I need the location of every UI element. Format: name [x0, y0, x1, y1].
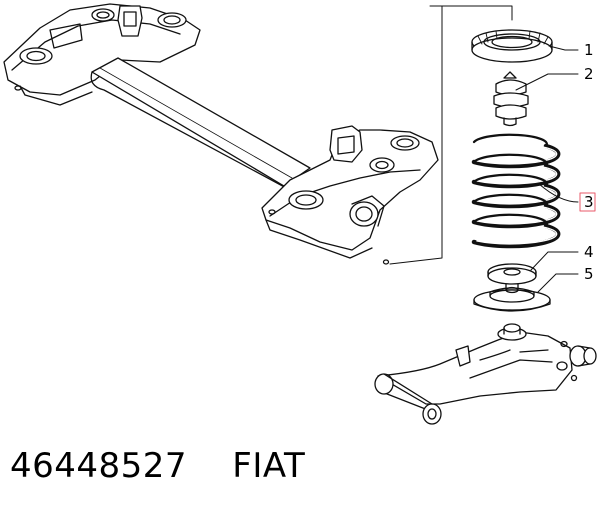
assembly-bracket-lines: [389, 5, 513, 265]
spring-coil-back: [472, 173, 548, 188]
spring-coil-front: [471, 203, 561, 229]
callout-2: 2: [584, 65, 594, 83]
leader-lines: [515, 45, 579, 293]
brand-name: FIAT: [232, 446, 306, 486]
part-number: 46448527: [10, 446, 188, 486]
part-2-bump-stop: [493, 71, 529, 127]
part-caption: 46448527 FIAT: [10, 446, 305, 486]
callout-4: 4: [584, 243, 594, 261]
callout-3-highlight-box: [579, 192, 596, 212]
axle-beam-drawing: [3, 3, 439, 265]
part-1-spring-seat: [471, 29, 553, 63]
callout-1: 1: [584, 41, 594, 59]
part-4-insulator: [487, 263, 537, 291]
part-5-lower-seat: [473, 286, 551, 312]
spring-coil-front: [471, 163, 561, 189]
spring-coil-front: [471, 223, 561, 249]
spring-coil-highlight: [476, 226, 558, 245]
spring-coil-back: [472, 213, 548, 228]
part-3-coil-spring: [471, 133, 561, 249]
spring-coil-front: [471, 143, 561, 169]
spring-coil-back: [472, 133, 548, 148]
trailing-arm-drawing: [374, 323, 597, 425]
spring-coil-front: [471, 183, 561, 209]
spring-coil-back: [472, 153, 548, 168]
callout-3: 3: [584, 193, 594, 211]
callout-5: 5: [584, 265, 594, 283]
spring-coil-back: [472, 193, 548, 208]
callout-labels: 1 2 3 4 5: [579, 41, 596, 283]
